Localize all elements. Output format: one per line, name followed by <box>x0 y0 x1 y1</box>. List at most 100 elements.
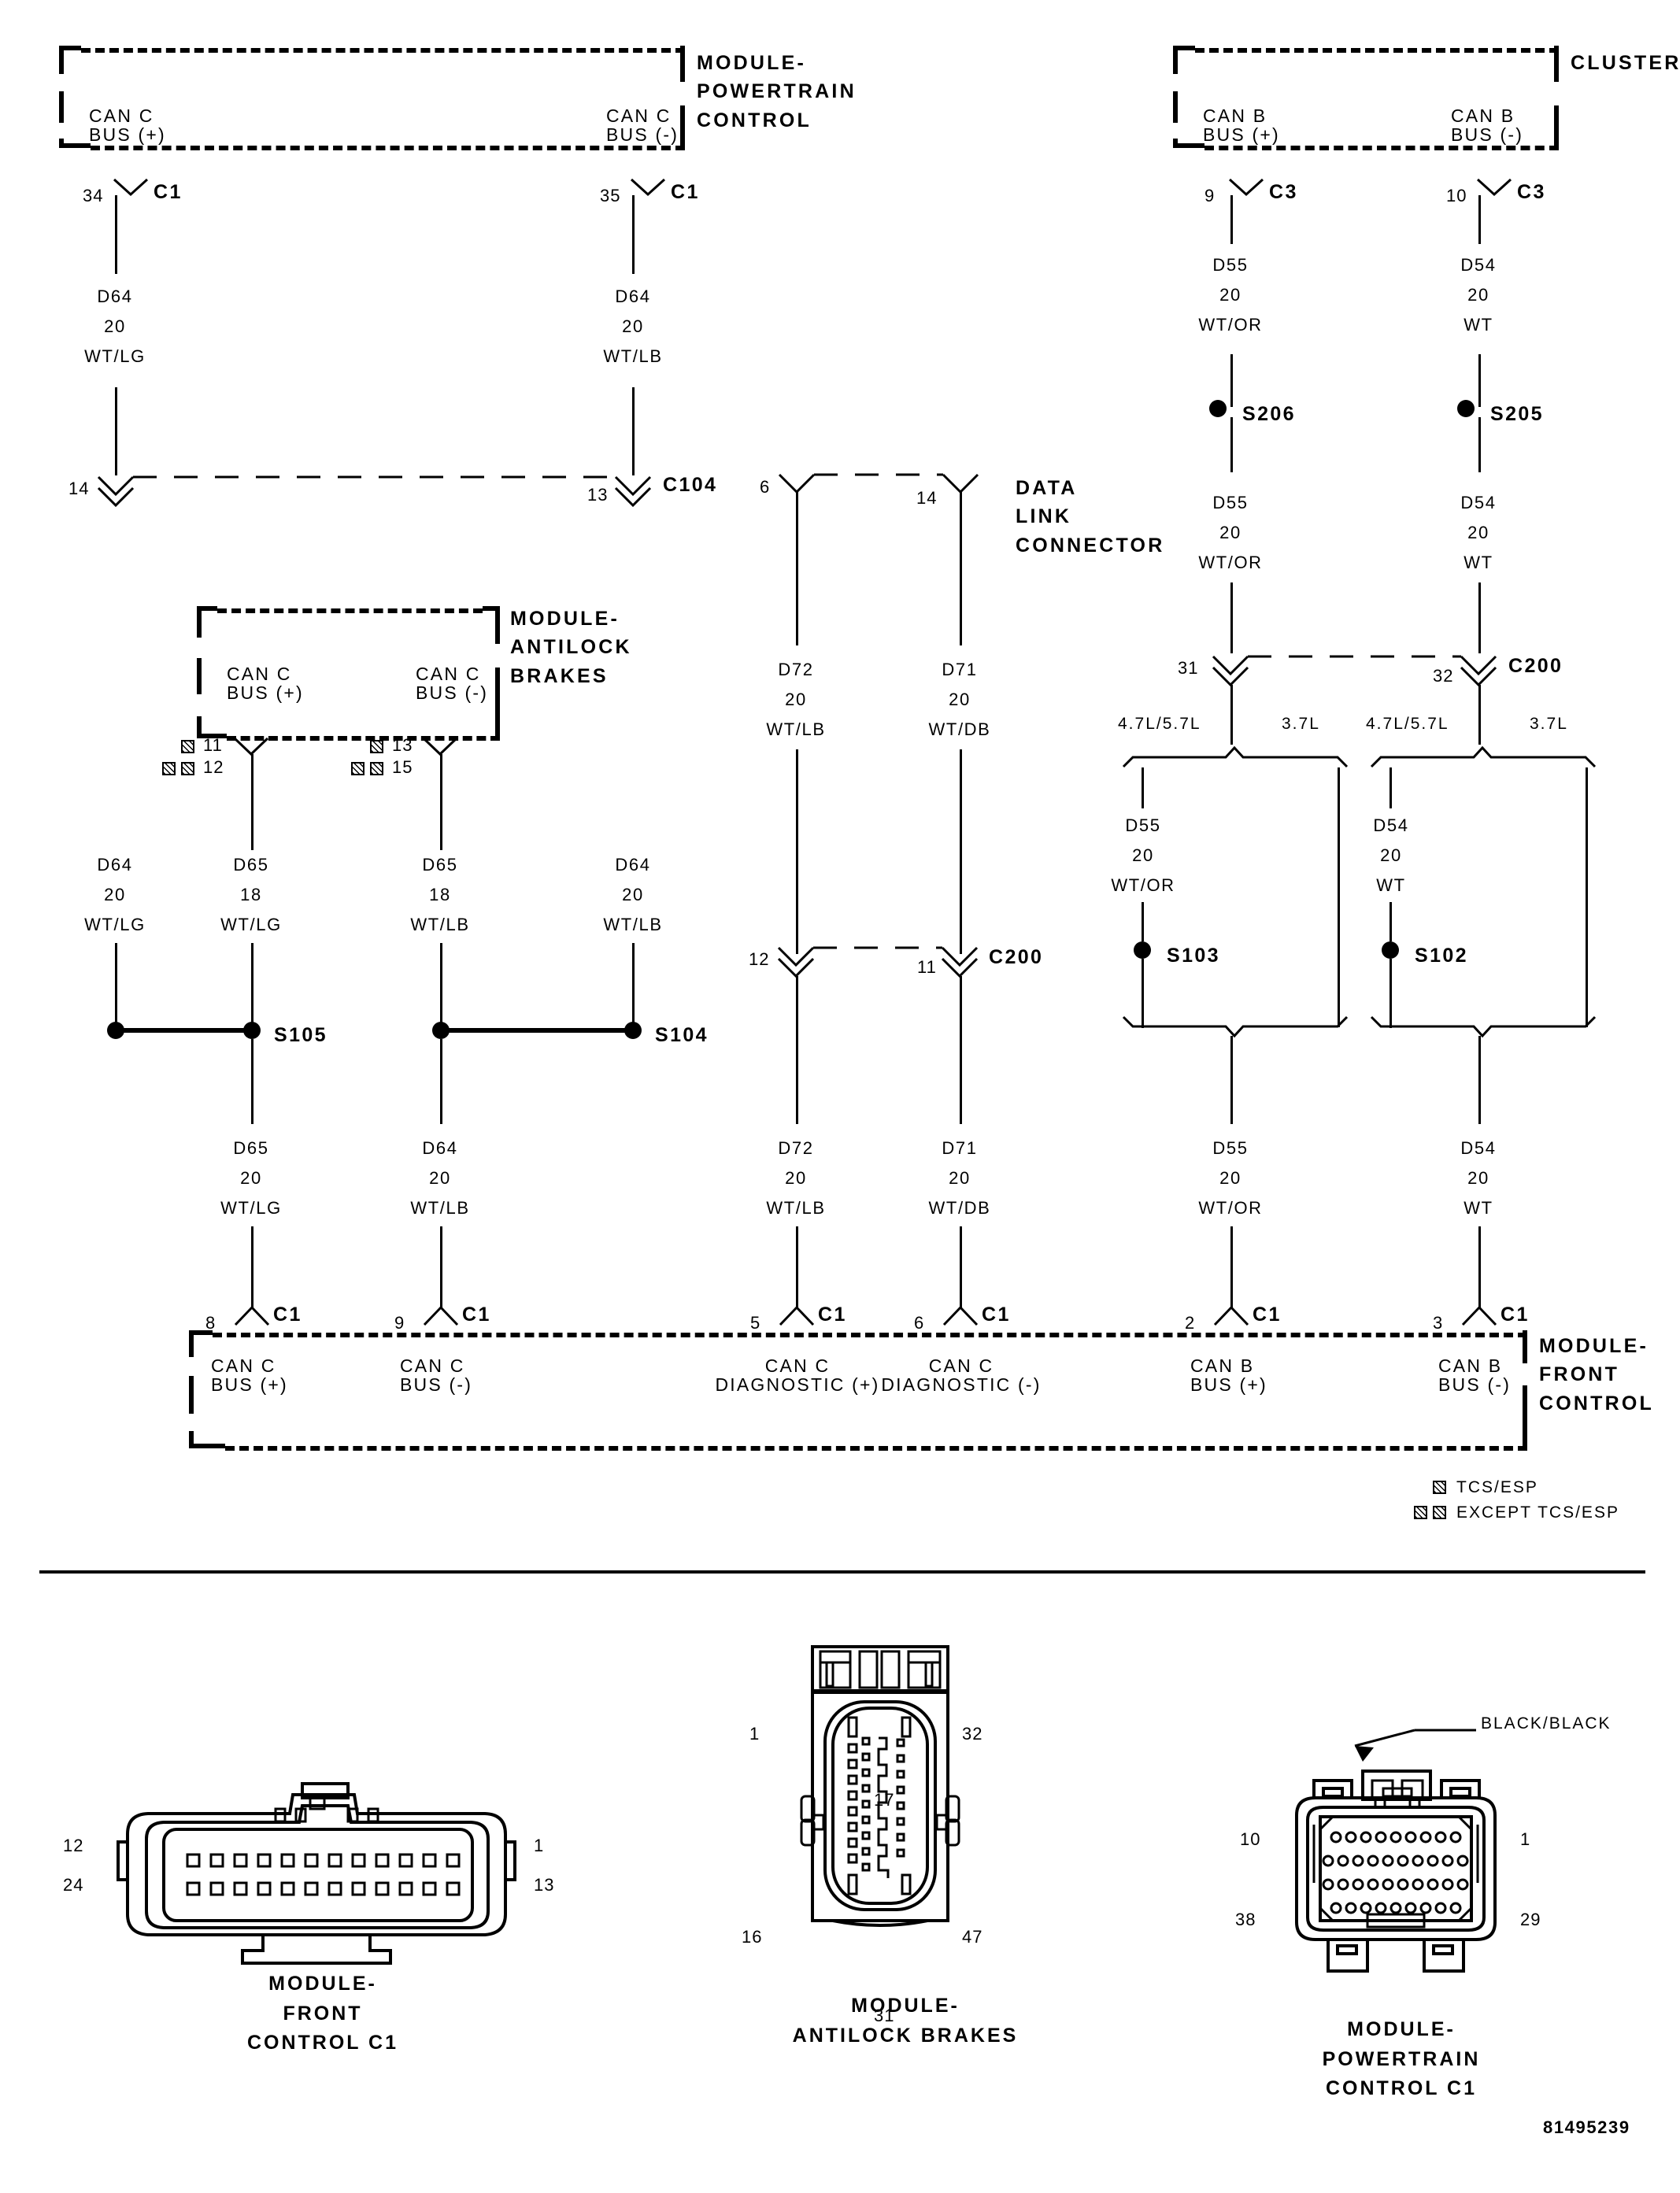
fcm-pin-5-number: 3 <box>1433 1313 1444 1333</box>
cluster-pin1-conn: C3 <box>1269 181 1298 203</box>
legend-except-symbol-a <box>1414 1506 1427 1519</box>
c200-right-label: C200 <box>1508 655 1563 677</box>
abs-pin12-number: 12 <box>203 757 224 777</box>
wire-canb-minus-below-s102 <box>1390 959 1392 1028</box>
wire-bot-plus-upper <box>251 1039 253 1124</box>
fcm-pin-1-number: 9 <box>394 1313 405 1333</box>
wire-canb-plus-below-s103 <box>1142 959 1144 1028</box>
c104-label: C104 <box>663 474 718 496</box>
pcm-pin1-number: 34 <box>83 186 104 205</box>
legend-tcsesp-symbol <box>1433 1481 1446 1494</box>
abs-pin12-except-symbol-a <box>162 762 176 775</box>
abs-view-pin-bottom-right: 47 <box>962 1927 983 1947</box>
splice-s104-dot-right <box>624 1022 642 1039</box>
connector-view-abs-title: MODULE-ANTILOCK BRAKES <box>792 1995 1019 2047</box>
wire-bot-minus-lower <box>440 1226 442 1308</box>
abs-pin12-except-symbol-b <box>181 762 194 775</box>
splice-s206-label: S206 <box>1242 403 1296 425</box>
abs-view-pin-top-right: 32 <box>962 1724 983 1744</box>
c104-left-pin: 14 <box>68 479 90 498</box>
abs-pin13-number: 13 <box>392 735 413 755</box>
legend-except-symbol-b <box>1433 1506 1446 1519</box>
pcm-pin2-number: 35 <box>600 186 621 205</box>
wire-canb-minus-opt-right <box>1586 767 1588 1027</box>
fcm-c1-pin-bottom-right: 13 <box>534 1875 555 1895</box>
engine-option-right-canb-minus: 3.7L <box>1530 715 1568 733</box>
fcm-c1-pin-top-left: 12 <box>63 1836 84 1855</box>
splice-s103-dot <box>1134 941 1151 959</box>
abs-view-pin-top-left: 1 <box>749 1724 760 1744</box>
pcm-pin1-conn: C1 <box>154 181 183 203</box>
fcm-pin-4-conn: C1 <box>1253 1304 1282 1326</box>
fcm-pin-2-conn: C1 <box>818 1304 847 1326</box>
wire-canb-minus-to-branch <box>1478 685 1481 745</box>
abs-pin15-number: 15 <box>392 757 413 777</box>
fcm-pin-2-number: 5 <box>750 1313 761 1333</box>
splice-s105-bar <box>115 1028 253 1033</box>
fcm-pin-5-conn: C1 <box>1501 1304 1530 1326</box>
cluster-pin2-number: 10 <box>1446 186 1467 205</box>
abs-view-pin-inner-top: 17 <box>874 1790 895 1810</box>
wire-canc-plus-left-to-splice <box>115 943 117 1030</box>
c200-mid-label: C200 <box>989 946 1044 968</box>
splice-s103-label: S103 <box>1167 945 1220 967</box>
wire-cluster-plus-upper <box>1230 195 1233 244</box>
abs-pin11-tcsesp-symbol <box>181 740 194 753</box>
engine-option-left-canb-plus: 4.7L/5.7L <box>1118 715 1201 733</box>
pcm-c1-callout-label: BLACK/BLACK <box>1481 1714 1612 1733</box>
fcm-pin-1-conn: C1 <box>462 1304 491 1326</box>
wire-abs-plus-upper <box>251 754 253 850</box>
wire-dlc-minus-to-fcm <box>960 1226 962 1308</box>
splice-s205-label: S205 <box>1490 403 1544 425</box>
pcm-c1-pin-bottom-right: 29 <box>1520 1910 1541 1929</box>
pcm-module-box <box>59 46 685 150</box>
wire-abs-minus-upper <box>440 754 442 850</box>
wire-canb-minus-merged <box>1478 1036 1481 1124</box>
splice-s105-dot-right <box>243 1022 261 1039</box>
dlc-pin-left: 6 <box>760 477 771 497</box>
legend-except-text: EXCEPT TCS/ESP <box>1456 1503 1619 1522</box>
abs-pin15-except-symbol-b <box>370 762 383 775</box>
engine-option-right-canb-plus: 3.7L <box>1282 715 1320 733</box>
wire-bot-minus-upper <box>440 1039 442 1124</box>
wire-cluster-minus-to-c200 <box>1478 582 1481 653</box>
wire-canb-plus-to-fcm <box>1230 1226 1233 1308</box>
fcm-pin-0-conn: C1 <box>273 1304 302 1326</box>
engine-merge-canb-plus <box>1120 1015 1349 1044</box>
fcm-pin-0-number: 8 <box>205 1313 216 1333</box>
wire-dlc-plus-upper <box>796 492 798 645</box>
wire-canb-plus-merged <box>1230 1036 1233 1124</box>
engine-merge-canb-minus <box>1368 1015 1597 1044</box>
splice-s206-dot <box>1209 400 1227 417</box>
wire-bot-plus-lower <box>251 1226 253 1308</box>
wire-abs-plus-to-splice <box>251 943 253 1030</box>
